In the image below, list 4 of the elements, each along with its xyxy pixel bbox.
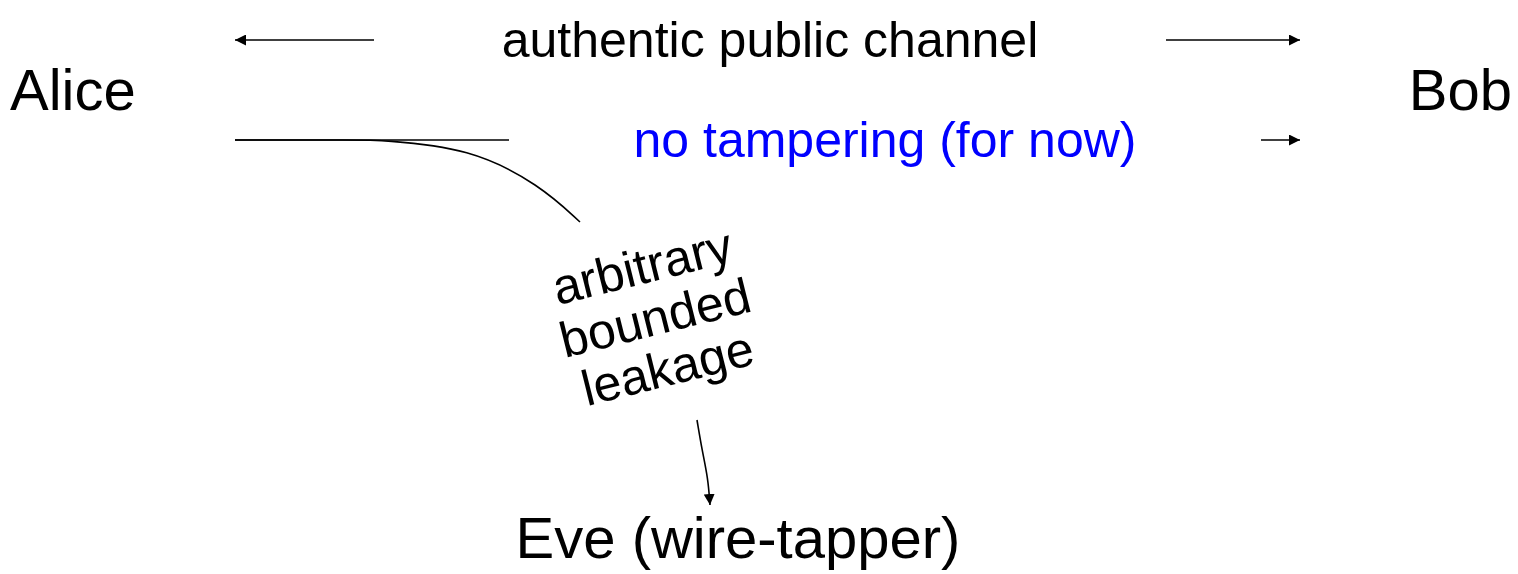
arrow <box>234 139 715 506</box>
node-label: Bob <box>1408 61 1512 119</box>
edge-label: arbitrary bounded leakage <box>545 216 761 420</box>
node-label: Alice <box>10 61 136 119</box>
